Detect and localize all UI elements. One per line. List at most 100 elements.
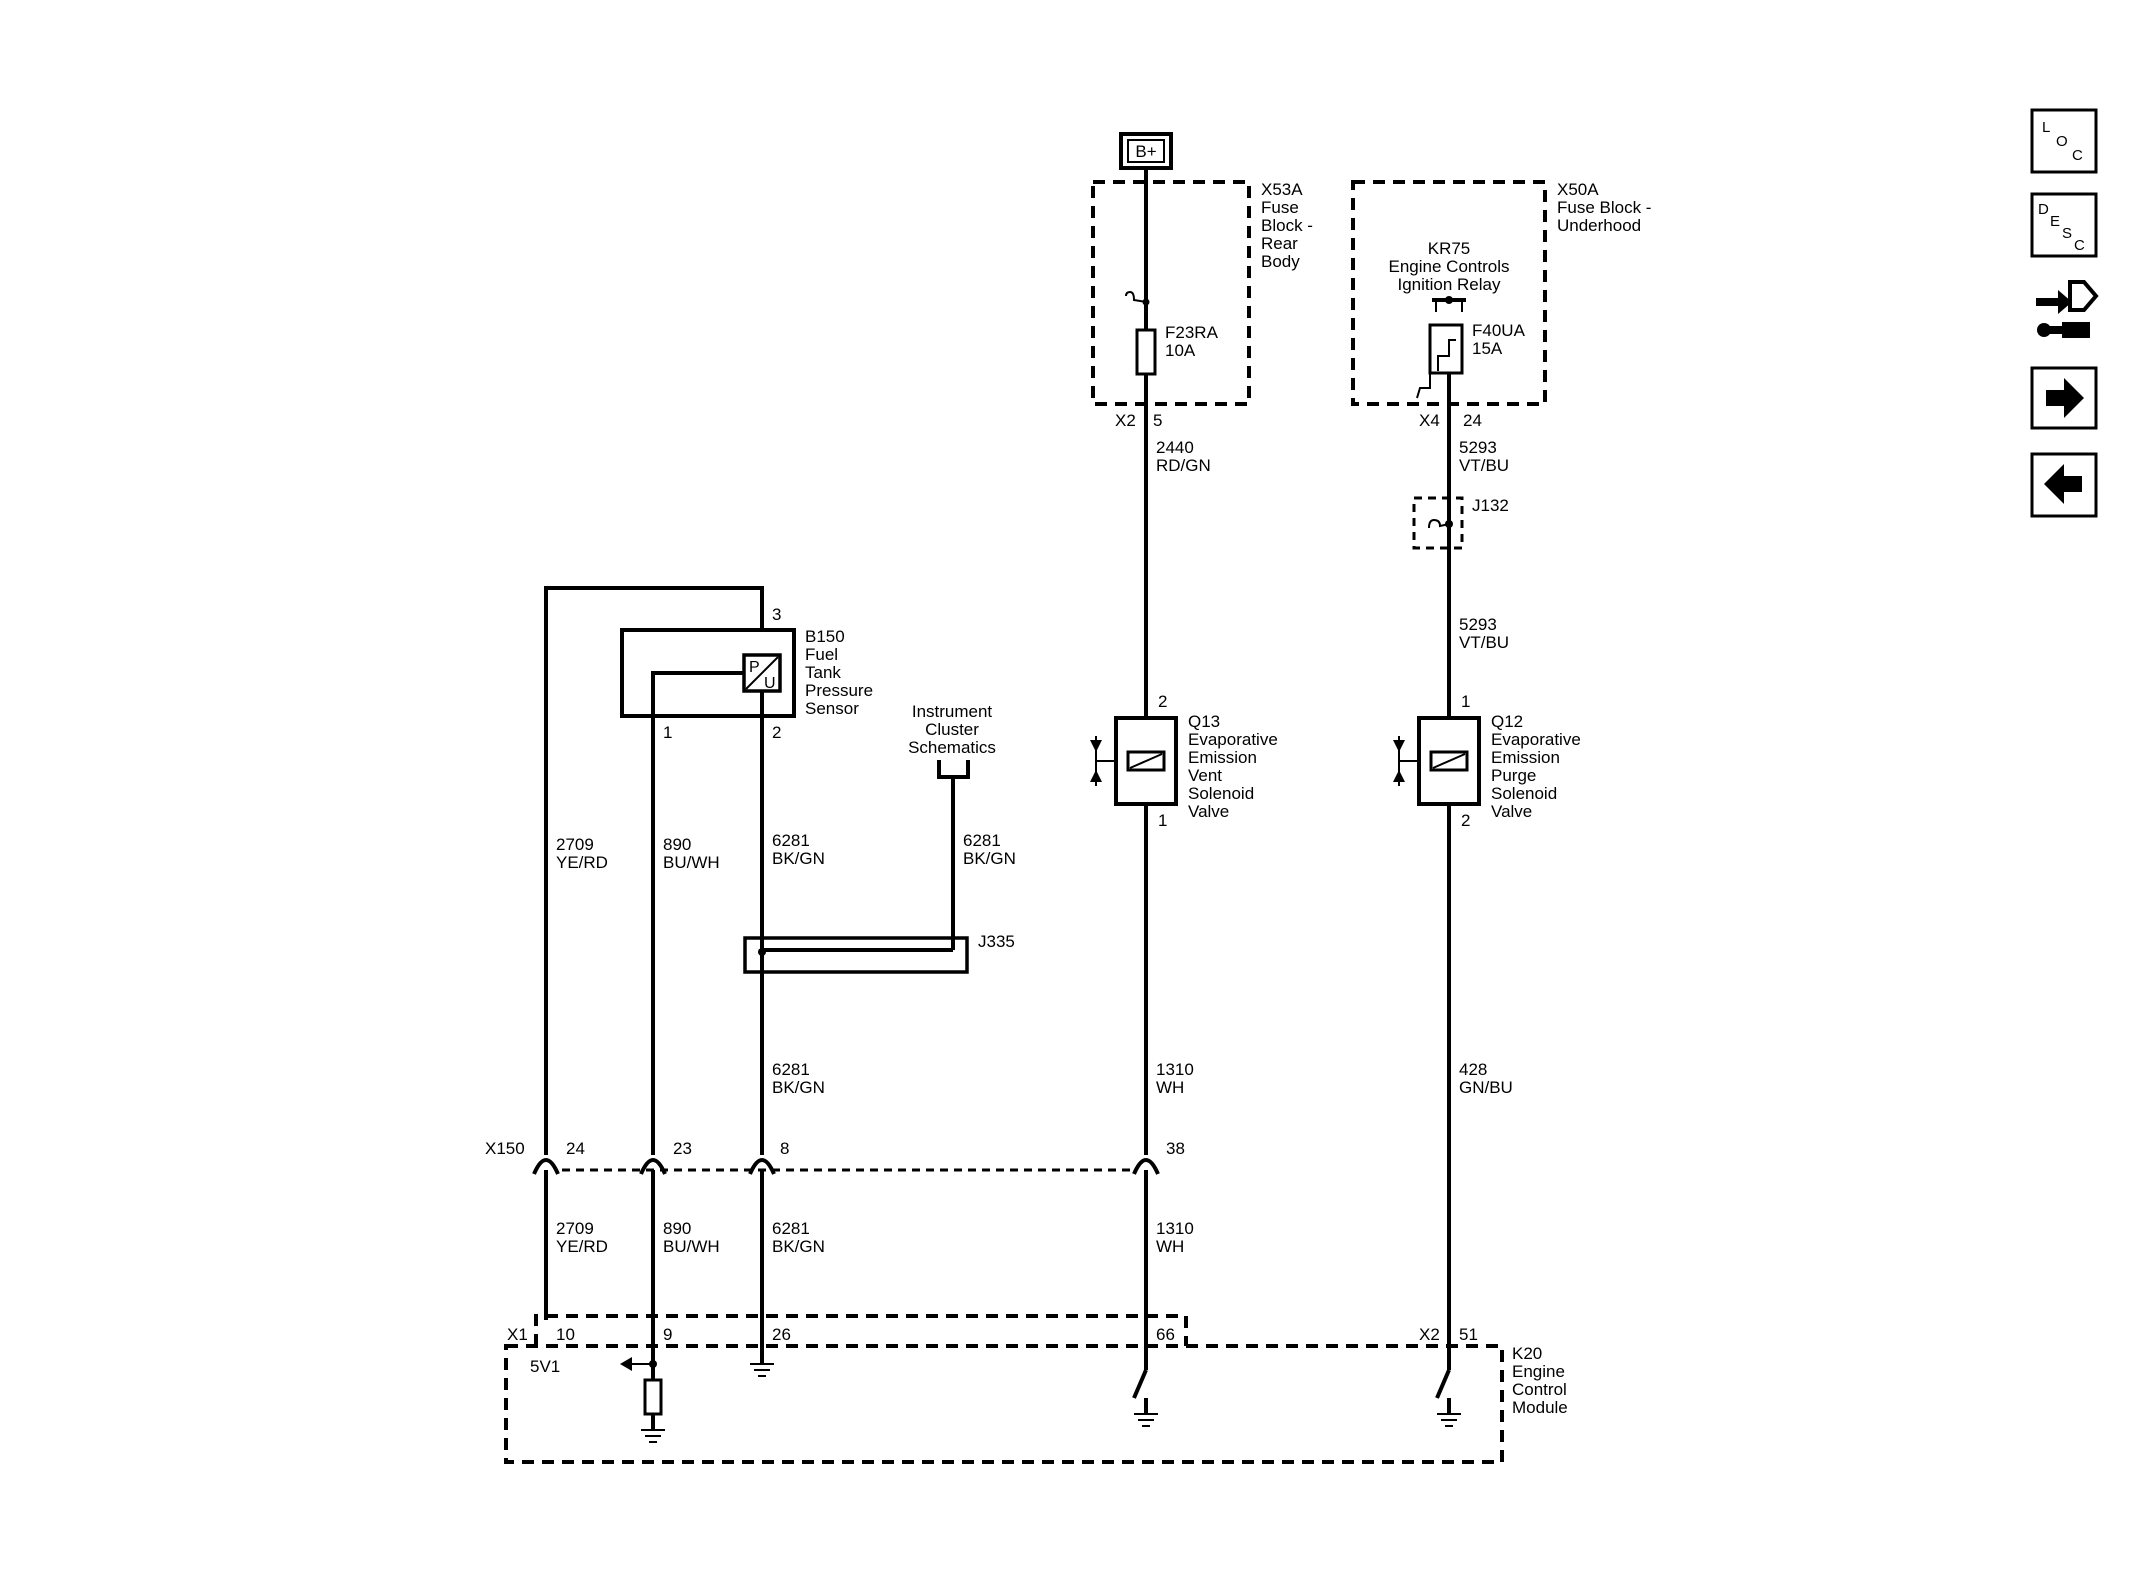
ecm-name-3: Module <box>1512 1398 1568 1417</box>
wire-2440-color: RD/GN <box>1156 456 1211 475</box>
splice-j335-label: J335 <box>978 932 1015 951</box>
inline-x150-pin-24: 24 <box>566 1139 585 1158</box>
fuse-block-rear-name-3: Rear <box>1261 234 1298 253</box>
wire-890-color-1: BU/WH <box>663 853 720 872</box>
valve-q13-id: Q13 <box>1188 712 1220 731</box>
wire-428-color: GN/BU <box>1459 1078 1513 1097</box>
arrow-left-icon[interactable] <box>2030 452 2098 518</box>
relay-kr75-name-2: Ignition Relay <box>1397 275 1501 294</box>
wire-5293-number-1: 5293 <box>1459 438 1497 457</box>
wire-890-color-2: BU/WH <box>663 1237 720 1256</box>
inline-x150-pin-8: 8 <box>780 1139 789 1158</box>
ecm-pin-26: 26 <box>772 1325 791 1344</box>
connector-tool-icon[interactable] <box>2036 280 2099 338</box>
inline-x150-pin-23: 23 <box>673 1139 692 1158</box>
valve-q13-name-2: Emission <box>1188 748 1257 767</box>
relay-kr75-name-1: Engine Controls <box>1389 257 1510 276</box>
valve-q12-name-2: Emission <box>1491 748 1560 767</box>
wire-1310-color-1: WH <box>1156 1078 1184 1097</box>
wire-6281-color-1: BK/GN <box>772 849 825 868</box>
ecm-x1-label: X1 <box>507 1325 528 1344</box>
wire-6281-color-ic: BK/GN <box>963 849 1016 868</box>
sensor-b150-name-2: Tank <box>805 663 841 682</box>
wire-1310-color-2: WH <box>1156 1237 1184 1256</box>
fuse-block-underhood-connector: X4 <box>1419 411 1440 430</box>
location-button[interactable]: L O C <box>2030 108 2098 174</box>
wire-2709-color-1: YE/RD <box>556 853 608 872</box>
sensor-b150-id: B150 <box>805 627 845 646</box>
splice-j335: J335 <box>743 932 1015 974</box>
wire-2709-color-2: YE/RD <box>556 1237 608 1256</box>
sensor-b150-name-1: Fuel <box>805 645 838 664</box>
fuse-f40ua-rating: 15A <box>1472 339 1503 358</box>
fuel-tank-pressure-sensor-b150: P U 3 1 2 B150 Fuel Tank Pressure Sensor <box>544 586 873 1155</box>
wire-5293-color-2: VT/BU <box>1459 633 1509 652</box>
ecm-x2-label: X2 <box>1419 1325 1440 1344</box>
loc-letter-l: L <box>2042 119 2050 136</box>
wire-2709-number-2: 2709 <box>556 1219 594 1238</box>
valve-q12-name-5: Valve <box>1491 802 1532 821</box>
wire-6281-number-3: 6281 <box>772 1219 810 1238</box>
valve-q12-pin-bottom: 2 <box>1461 811 1470 830</box>
wire-6281-number-1: 6281 <box>772 831 810 850</box>
ground-icon <box>641 1429 665 1443</box>
sensor-b150-name-4: Sensor <box>805 699 859 718</box>
solenoid-valve-q12: 1 2 Q12 Evaporative Emission Purge Solen… <box>1393 692 1581 830</box>
valve-q13-name-4: Solenoid <box>1188 784 1254 803</box>
ground-icon <box>1134 1413 1158 1427</box>
valve-q12-name-4: Solenoid <box>1491 784 1557 803</box>
fuse-block-underhood-id: X50A <box>1557 180 1599 199</box>
valve-q12-pin-top: 1 <box>1461 692 1470 711</box>
instrument-cluster-ref-2: Cluster <box>925 720 979 739</box>
valve-q13-name-1: Evaporative <box>1188 730 1278 749</box>
relay-kr75-id: KR75 <box>1428 239 1471 258</box>
fuse-block-rear-connector: X2 <box>1115 411 1136 430</box>
ecm-name-2: Control <box>1512 1380 1567 1399</box>
ecm-id: K20 <box>1512 1344 1542 1363</box>
description-button[interactable]: D E S C <box>2030 192 2098 258</box>
fuse-block-rear: X53A Fuse Block - Rear Body F23RA 10A X2… <box>1091 180 1313 430</box>
valve-q13-pin-top: 2 <box>1158 692 1167 711</box>
wire-6281-number-2: 6281 <box>772 1060 810 1079</box>
ecm-pin-66: 66 <box>1156 1325 1175 1344</box>
fuse-block-underhood: X50A Fuse Block - Underhood KR75 Engine … <box>1351 180 1651 430</box>
wire-6281-number-ic: 6281 <box>963 831 1001 850</box>
fuse-block-rear-id: X53A <box>1261 180 1303 199</box>
wire-2440-number: 2440 <box>1156 438 1194 457</box>
arrow-right-icon[interactable] <box>2030 366 2098 430</box>
sensor-u-symbol: U <box>764 675 776 692</box>
sensor-b150-pin-2: 2 <box>772 723 781 742</box>
sensor-b150-pin-3: 3 <box>772 605 781 624</box>
desc-letter-d: D <box>2038 201 2049 218</box>
wire-2709-number-1: 2709 <box>556 835 594 854</box>
valve-q12-name-1: Evaporative <box>1491 730 1581 749</box>
fuse-block-rear-name-2: Block - <box>1261 216 1313 235</box>
valve-q13-name-5: Valve <box>1188 802 1229 821</box>
instrument-cluster-reference: Instrument Cluster Schematics <box>908 702 996 950</box>
sensor-b150-pin-1: 1 <box>663 723 672 742</box>
inline-connector-x150: X150 24 23 8 38 <box>485 1139 1185 1200</box>
ecm-name-1: Engine <box>1512 1362 1565 1381</box>
fuse-block-underhood-name-2: Underhood <box>1557 216 1641 235</box>
fuse-f23ra-label: F23RA <box>1165 323 1219 342</box>
ecm-5v-reference: 5V1 <box>530 1357 560 1376</box>
battery-positive-terminal: B+ <box>1119 132 1173 170</box>
valve-q12-id: Q12 <box>1491 712 1523 731</box>
instrument-cluster-ref-3: Schematics <box>908 738 996 757</box>
engine-control-module-k20: X1 10 9 26 66 X2 51 K20 Engine Control M… <box>504 1314 1568 1464</box>
desc-letter-c: C <box>2074 237 2085 254</box>
instrument-cluster-ref-1: Instrument <box>912 702 993 721</box>
power-source-label: B+ <box>1135 142 1156 161</box>
valve-q13-name-3: Vent <box>1188 766 1222 785</box>
wire-890-number-2: 890 <box>663 1219 691 1238</box>
wire-1310-number-1: 1310 <box>1156 1060 1194 1079</box>
splice-j132: J132 <box>1412 496 1509 550</box>
solenoid-valve-q13: 2 1 Q13 Evaporative Emission Vent Soleno… <box>1090 692 1278 830</box>
wire-1310-number-2: 1310 <box>1156 1219 1194 1238</box>
wire-6281-color-3: BK/GN <box>772 1237 825 1256</box>
inline-x150-pin-38: 38 <box>1166 1139 1185 1158</box>
ecm-pin-51: 51 <box>1459 1325 1478 1344</box>
fuse-f23ra <box>1135 328 1157 376</box>
valve-q12-name-3: Purge <box>1491 766 1536 785</box>
